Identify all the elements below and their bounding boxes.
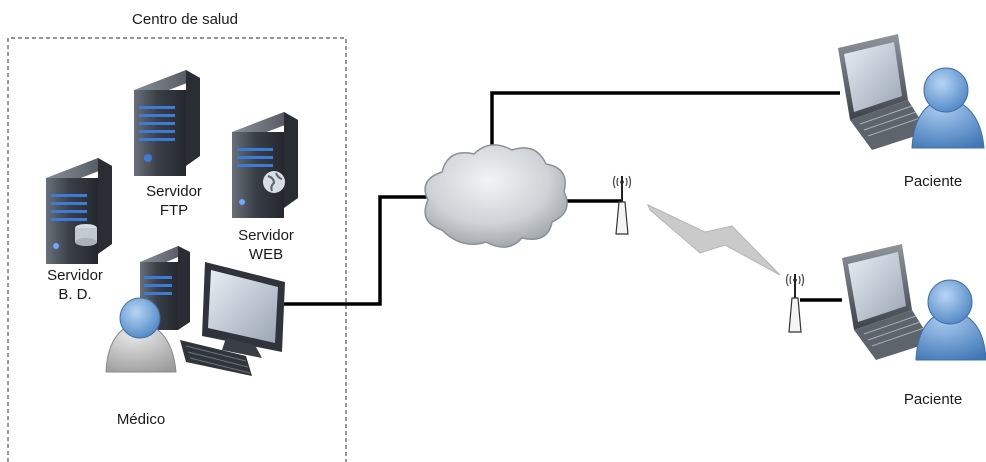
server-ftp-label-line2: FTP bbox=[159, 202, 189, 219]
server-db-label-line1: Servidor bbox=[47, 267, 103, 284]
doctor-user-icon bbox=[105, 297, 177, 373]
user-icon bbox=[915, 279, 986, 361]
laptop-icon bbox=[838, 34, 928, 150]
wireless-antenna-icon bbox=[785, 273, 805, 333]
link-workstation-to-cloud bbox=[280, 195, 430, 306]
laptop-icon bbox=[842, 244, 932, 360]
server-web-label-line2: WEB bbox=[248, 246, 284, 263]
database-server-icon bbox=[46, 158, 112, 264]
network-links bbox=[280, 91, 842, 306]
patient-bottom-label: Paciente bbox=[903, 391, 963, 408]
group-title: Centro de salud bbox=[132, 11, 238, 28]
server-db-label: Servidor B. D. bbox=[40, 266, 110, 304]
link-cloud-to-top-laptop bbox=[490, 91, 840, 148]
wireless-antenna-icon bbox=[612, 175, 632, 235]
server-web-label-line1: Servidor bbox=[238, 227, 294, 244]
server-web-label: Servidor WEB bbox=[226, 226, 306, 264]
server-ftp-label-line1: Servidor bbox=[146, 183, 202, 200]
user-icon bbox=[911, 67, 985, 149]
patient-top-label: Paciente bbox=[903, 173, 963, 190]
web-server-icon bbox=[232, 112, 298, 218]
wireless-link-icon bbox=[647, 204, 781, 276]
internet-cloud-icon bbox=[424, 144, 568, 248]
health-center-group bbox=[7, 37, 347, 462]
server-ftp-label: Servidor FTP bbox=[134, 182, 214, 220]
ftp-server-icon bbox=[134, 70, 200, 176]
server-db-label-line2: B. D. bbox=[58, 286, 92, 303]
doctor-label: Médico bbox=[116, 411, 166, 428]
